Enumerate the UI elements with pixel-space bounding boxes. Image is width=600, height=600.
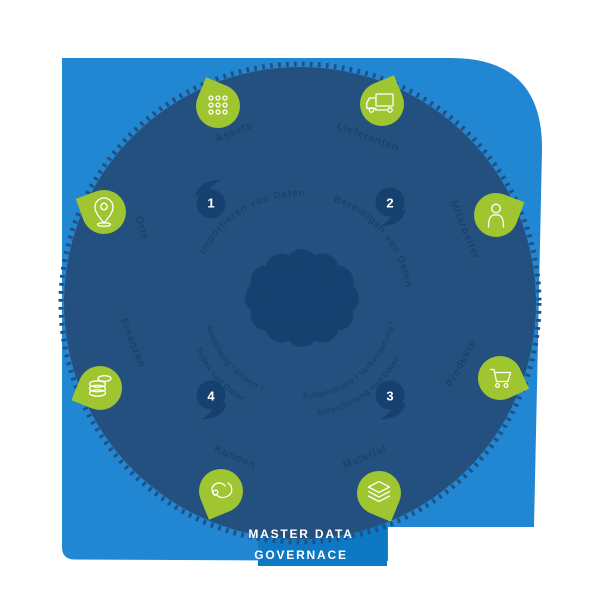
step-marker-1: 1 [195, 179, 226, 219]
domain-marker-lieferanten [360, 75, 405, 126]
location-pin-icon [94, 197, 114, 227]
banner-title-line2: GOVERNACE [254, 548, 348, 562]
domain-marker-assets [196, 77, 241, 129]
svg-text:3: 3 [386, 389, 393, 404]
svg-text:4: 4 [207, 389, 215, 404]
step-marker-3: 3 [375, 380, 406, 420]
svg-text:2: 2 [386, 196, 393, 211]
coins-icon [88, 375, 112, 397]
serrated-rim [58, 61, 542, 545]
dot-grid-icon [208, 95, 228, 115]
domain-marker-orte [75, 189, 126, 234]
data-cloud-icon [245, 249, 359, 347]
domain-marker-produkte [477, 355, 530, 400]
domain-marker-material [356, 470, 401, 522]
person-icon [487, 203, 505, 228]
step-marker-4: 4 [196, 380, 227, 420]
svg-text:1: 1 [207, 196, 214, 211]
domain-marker-kunden [198, 469, 243, 520]
banner-title-line1: MASTER DATA [248, 527, 353, 541]
step-marker-2: 2 [375, 187, 406, 227]
domain-marker-mitarbeiter [474, 192, 525, 237]
domain-marker-finanzen [71, 365, 123, 410]
handshake-icon [211, 482, 233, 499]
shopping-cart-icon [489, 368, 512, 389]
truck-icon [366, 93, 394, 113]
layers-icon [367, 480, 391, 503]
